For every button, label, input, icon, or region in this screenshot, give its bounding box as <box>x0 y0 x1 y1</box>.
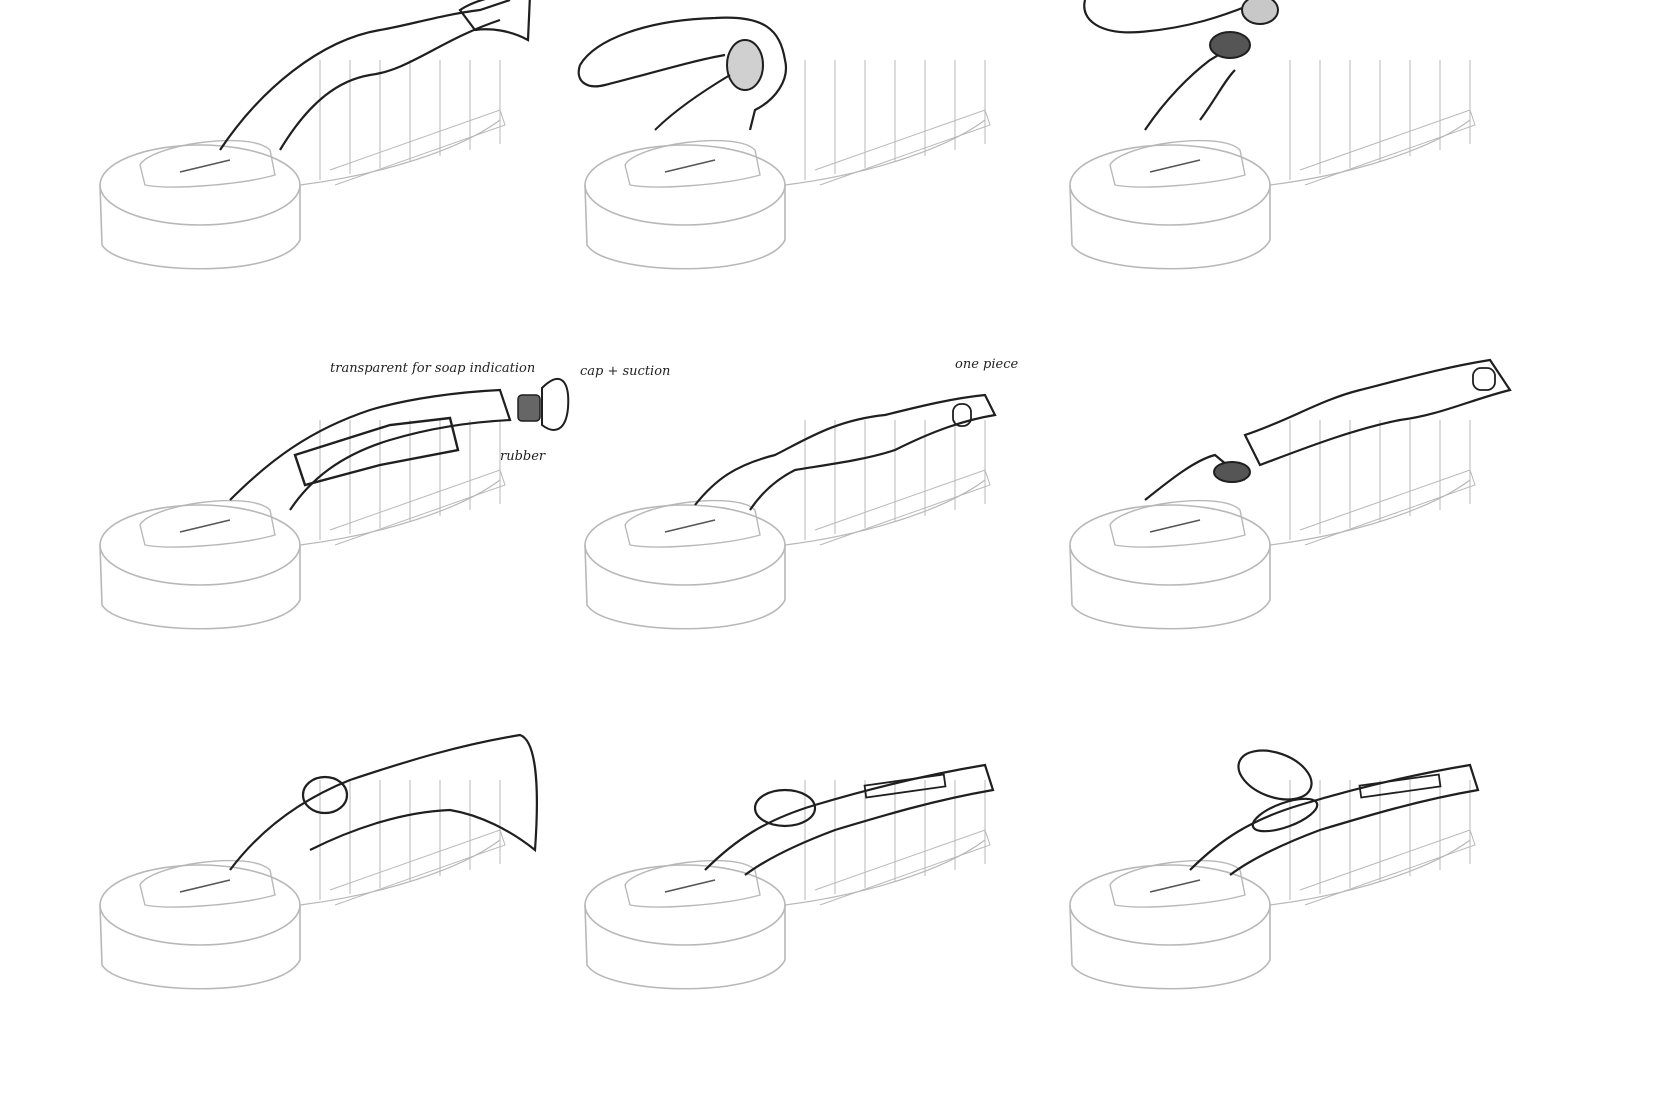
sketch-1 <box>80 0 600 330</box>
sketch-5-drawing: one piece <box>584 357 1018 630</box>
handle-outline <box>577 16 788 131</box>
sketch-1-drawing <box>99 0 531 270</box>
dispenser-base <box>584 60 991 270</box>
sketch-6-drawing <box>1069 358 1512 630</box>
sketch-2-drawing <box>577 16 991 270</box>
handle-outline <box>1189 749 1480 876</box>
handle-outline <box>229 733 538 871</box>
sketch-5: one piece <box>565 357 1085 690</box>
handle-outline <box>694 393 997 511</box>
dispenser-base <box>1069 420 1476 630</box>
handle-outline <box>229 377 570 511</box>
sketch-8 <box>565 720 1085 1050</box>
dispenser-base <box>99 780 506 990</box>
annotation-one-piece: one piece <box>955 357 1018 372</box>
sketch-9 <box>1050 720 1570 1050</box>
dispenser-base <box>584 780 991 990</box>
handle-outline <box>1083 0 1279 131</box>
handle-outline <box>219 0 531 151</box>
dispenser-base <box>99 420 506 630</box>
annotation-cap: cap + suction <box>580 364 670 379</box>
handle-outline <box>704 763 995 876</box>
sketch-3-drawing <box>1069 0 1476 270</box>
handle-outline <box>1144 358 1512 501</box>
sketch-6 <box>1050 358 1570 690</box>
annotation-transparent: transparent for soap indication <box>330 361 535 376</box>
dispenser-base <box>584 420 991 630</box>
sketch-4-drawing: transparent for soap indication cap + su… <box>99 361 670 630</box>
annotation-rubber: rubber <box>500 449 546 464</box>
sketch-8-drawing <box>584 763 995 990</box>
sketch-3 <box>1050 0 1570 330</box>
sketch-4: transparent for soap indication cap + su… <box>80 360 670 690</box>
dispenser-base <box>1069 60 1476 270</box>
dispenser-base <box>1069 780 1476 990</box>
dispenser-base <box>99 60 506 270</box>
sketch-7 <box>80 720 600 1050</box>
sketch-7-drawing <box>99 733 538 990</box>
sketch-9-drawing <box>1069 749 1480 990</box>
cap-suction <box>517 377 570 431</box>
sketch-2 <box>565 0 1085 330</box>
